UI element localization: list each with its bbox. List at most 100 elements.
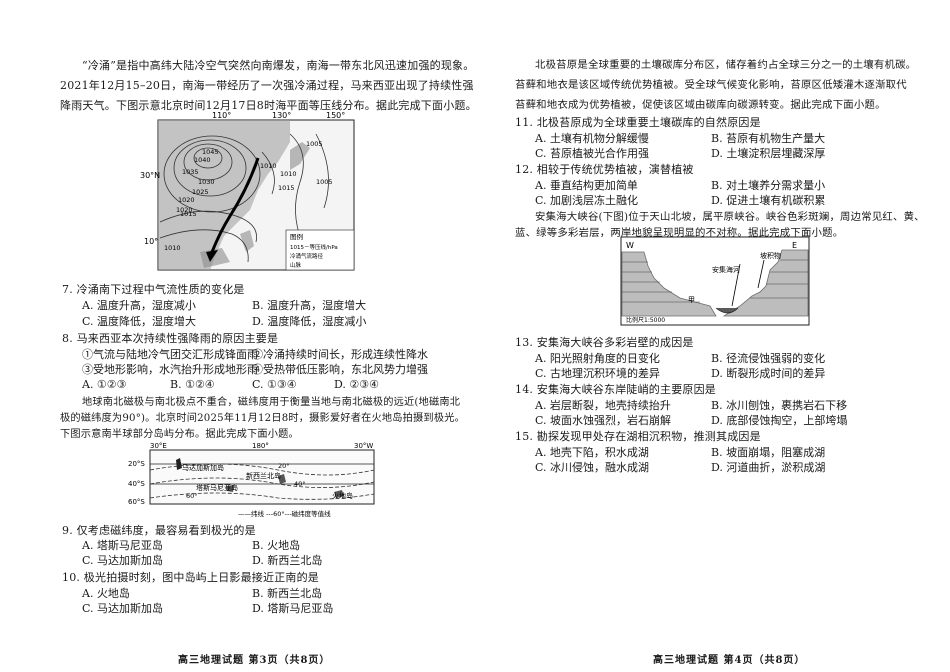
tasmania-island	[226, 485, 234, 492]
q14-stem: 14. 安集海大峡谷东岸陡峭的主要原因是	[515, 383, 716, 396]
isobar-label: 1020	[178, 196, 195, 204]
intro-coldsurge-line1: “冷涌”是指中高纬大陆冷空气突然向南爆发，南海一带东北风迅速加强的现象。	[82, 59, 475, 72]
q15-option-a[interactable]: A. 地壳下陷，积水成湖	[535, 446, 649, 459]
q9-option-d[interactable]: D. 新西兰北岛	[252, 554, 323, 567]
q14-option-a[interactable]: A. 岩层断裂，地壳持续抬升	[535, 399, 671, 412]
canyon-profile-diagram: W E 坡积物 安集海河 甲 比例尺1:5000	[620, 236, 810, 326]
left-page: “冷涌”是指中高纬大陆冷空气突然向南爆发，南海一带东北风迅速加强的现象。 202…	[0, 0, 477, 672]
lon-label: 130°	[272, 112, 291, 120]
madagascar-island	[176, 458, 182, 470]
q12-option-d[interactable]: D. 促进土壤有机碳积累	[711, 194, 826, 207]
q15-stem: 15. 勘探发现甲处存在湖相沉积物，推测其成因是	[515, 430, 761, 443]
q13-option-a[interactable]: A. 阳光照射角度的日变化	[535, 352, 660, 365]
q7-option-b[interactable]: B. 温度升高，湿度增大	[252, 299, 367, 312]
intro-aurora-line2: 极的磁纬度为90°)。北京时间2025年11月12日8时，摄影爱好者在火地岛拍摄…	[60, 413, 465, 424]
intro-canyon-line2: 蓝、绿等多彩岩层，两岸地貌呈现明显的不对称。据此完成下面小题。	[515, 227, 844, 239]
isobar-label: 1035	[182, 168, 199, 176]
isobar-label: 1030	[198, 178, 215, 186]
q15-option-b[interactable]: B. 坡面崩塌，阻塞成湖	[711, 446, 826, 459]
place-label: 新西兰北岛	[246, 471, 281, 480]
q15-option-c[interactable]: C. 冰川侵蚀，融水成湖	[535, 461, 650, 474]
q8-item-3: ③受地形影响，水汽抬升形成地形雨	[82, 363, 258, 376]
q11-option-b[interactable]: B. 苔原有机物生产量大	[711, 132, 826, 145]
q13-option-b[interactable]: B. 径流侵蚀强弱的变化	[711, 352, 826, 365]
q14-option-c[interactable]: C. 坡面水蚀强烈，岩石崩解	[535, 414, 672, 427]
q10-option-b[interactable]: B. 新西兰北岛	[252, 587, 323, 600]
place-label: 塔斯马尼亚岛	[196, 483, 238, 492]
lon-label: 180°	[252, 442, 269, 450]
isobar-label: 1005	[306, 140, 323, 148]
q7-option-a[interactable]: A. 温度升高，湿度减小	[82, 299, 196, 312]
isobar-label: 1010	[260, 162, 277, 170]
q14-option-b[interactable]: B. 冰川刨蚀，裹携岩石下移	[711, 399, 848, 412]
intro-aurora-line3: 下图示意南半球部分岛屿分布。据此完成下面小题。	[60, 429, 299, 440]
q15-option-d[interactable]: D. 河道曲折，淤积成湖	[711, 461, 826, 474]
deposit-label: 坡积物	[760, 251, 781, 260]
right-page: 北极苔原是全球重要的土壤碳库分布区，储存着约占全球三分之一的土壤有机碳。 苔藓和…	[475, 0, 925, 672]
isobar-label: 1040	[194, 156, 211, 164]
q9-option-b[interactable]: B. 火地岛	[252, 539, 301, 552]
q9-stem: 9. 仅考虑磁纬度，最容易看到极光的是	[62, 524, 256, 537]
q9-option-c[interactable]: C. 马达加斯加岛	[82, 554, 164, 567]
q11-option-a[interactable]: A. 土壤有机物分解缓慢	[535, 132, 649, 145]
new-zealand-island	[278, 474, 286, 484]
intro-tundra-line1: 北极苔原是全球重要的土壤碳库分布区，储存着约占全球三分之一的土壤有机碳。	[535, 59, 917, 71]
river-channel	[715, 307, 739, 314]
isobar-label: 1010	[164, 244, 181, 252]
philippines	[240, 230, 254, 252]
page-footer-4: 高三地理试题 第4页（共8页）	[653, 655, 806, 666]
legend-item: 冷涌气流路径	[290, 252, 324, 260]
intro-coldsurge-line3: 降雨天气。下图示意北京时间12月17日8时海平面等压线分布。据此完成下面小题。	[60, 99, 477, 112]
q10-option-a[interactable]: A. 火地岛	[82, 587, 130, 600]
q13-option-c[interactable]: C. 古地理沉积环境的差异	[535, 367, 661, 380]
lat-label: 30°N	[140, 171, 160, 180]
isobar-map: 110° 130° 150° 30°N 10° 1045 1040 1035 1…	[140, 112, 355, 271]
isobar-label: 1045	[202, 148, 219, 156]
isobar-label: 1005	[316, 178, 333, 186]
east-label: E	[792, 241, 797, 250]
west-bank	[621, 251, 717, 317]
asia-landmass	[158, 120, 290, 270]
isoline-label: 60°	[186, 492, 198, 500]
intro-tundra-line3: 苔藓和地衣成为优势植被，促使该区域由碳库向碳源转变。据此完成下面小题。	[515, 99, 886, 111]
legend-title: 图例	[290, 232, 303, 241]
q11-option-c[interactable]: C. 苔原植被光合作用强	[535, 147, 650, 160]
q13-option-d[interactable]: D. 断裂形成时间的差异	[711, 367, 826, 380]
q11-option-d[interactable]: D. 土壤淀积层埋藏深厚	[711, 147, 826, 160]
q7-option-d[interactable]: D. 温度降低，湿度减小	[252, 315, 367, 328]
lat-label: 10°	[144, 237, 158, 246]
q10-option-d[interactable]: D. 塔斯马尼亚岛	[252, 602, 334, 615]
q12-option-b[interactable]: B. 对土壤养分需求量小	[711, 179, 826, 192]
lat-label: 60°S	[128, 498, 145, 506]
q8-option-c[interactable]: C. ①③④	[252, 378, 297, 391]
page-footer-3: 高三地理试题 第3页（共8页）	[178, 655, 331, 666]
intro-canyon-line1: 安集海大峡谷(下图)位于天山北坡，属平原峡谷。峡谷色彩斑斓，周边常见红、黄、	[535, 211, 925, 223]
point-label: 甲	[688, 296, 695, 304]
q10-option-c[interactable]: C. 马达加斯加岛	[82, 602, 164, 615]
q9-option-a[interactable]: A. 塔斯马尼亚岛	[82, 539, 163, 552]
legend-item: 1015－等压线/hPa	[290, 243, 338, 251]
lat-label: 20°S	[128, 460, 145, 468]
q12-option-c[interactable]: C. 加剧浅层冻土融化	[535, 194, 639, 207]
place-label: 火地岛	[332, 491, 353, 500]
lat-label: 40°S	[128, 480, 145, 488]
q8-option-d[interactable]: D. ②③④	[334, 378, 380, 391]
river-label: 安集海河	[712, 265, 740, 274]
q8-stem: 8. 马来西亚本次持续性强降雨的原因主要是	[62, 332, 279, 345]
q12-option-a[interactable]: A. 垂直结构更加简单	[535, 179, 638, 192]
intro-tundra-line2: 苔藓和地衣是该区域传统优势植被。受全球气候变化影响，苔原区低矮灌木逐渐取代	[515, 79, 907, 91]
scale-label: 比例尺1:5000	[626, 316, 665, 324]
tierra-del-fuego-island	[334, 490, 344, 498]
q8-option-a[interactable]: A. ①②③	[82, 378, 127, 391]
q8-item-4: ④受热带低压影响，东北风势力增强	[252, 363, 428, 376]
isobar-label: 1015	[180, 210, 197, 218]
q14-option-d[interactable]: D. 底部侵蚀掏空，上部垮塌	[711, 414, 848, 427]
q8-option-b[interactable]: B. ①②④	[170, 378, 215, 391]
west-label: W	[626, 241, 634, 250]
q12-stem: 12. 相较于传统优势植被，演替植被	[515, 163, 694, 176]
lon-label: 30°E	[150, 442, 167, 450]
intro-coldsurge-line2: 2021年12月15–20日，南海一带经历了一次强冷涌过程，马来西亚出现了持续性…	[60, 79, 474, 92]
japan-islands	[290, 142, 310, 170]
q7-option-c[interactable]: C. 温度降低，湿度增大	[82, 315, 197, 328]
isobar-label: 1015	[278, 184, 295, 192]
